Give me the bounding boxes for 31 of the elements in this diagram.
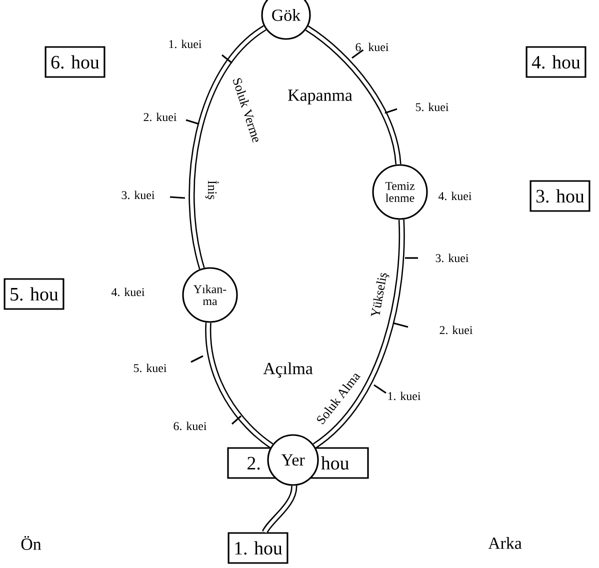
text-label: Yükseliş — [370, 273, 390, 316]
text-label: Soluk Verme — [233, 78, 258, 143]
text-label: 6. kuei — [174, 422, 207, 430]
text-label: 5. kuei — [134, 364, 167, 372]
text-label: 2. kuei — [144, 112, 177, 122]
text-label: 4. kuei — [438, 192, 472, 200]
label-box: 5. hou — [4, 278, 64, 310]
text-label: 3. kuei — [436, 254, 469, 262]
text-label: 4. kuei — [111, 288, 145, 296]
text-label: Arka — [488, 537, 522, 549]
label-box: 3. hou — [530, 180, 590, 212]
channel-line — [188, 25, 267, 270]
text-label: 5. kuei — [416, 102, 449, 112]
text-label: 1. kuei — [388, 392, 421, 400]
text-label: Ön — [21, 536, 42, 550]
text-label: Açılma — [263, 362, 313, 378]
circle-node: Yıkan- ma — [182, 267, 238, 323]
circle-node: Temiz lenme — [372, 164, 428, 220]
text-label: 2. kuei — [440, 326, 473, 334]
label-box: 1. hou — [228, 532, 288, 564]
label-box: 6. hou — [44, 46, 106, 78]
label-box: 4. hou — [526, 46, 586, 78]
text-label: 3. kuei — [122, 190, 155, 200]
channel-line — [305, 26, 402, 165]
channel-line — [205, 322, 274, 448]
text-label: İniş — [205, 180, 219, 200]
text-label: Kapanma — [288, 90, 352, 104]
circle-node: Yer — [267, 434, 319, 486]
channel-line — [312, 220, 405, 448]
channel-line — [262, 486, 298, 534]
text-label: 1. kuei — [169, 40, 202, 48]
